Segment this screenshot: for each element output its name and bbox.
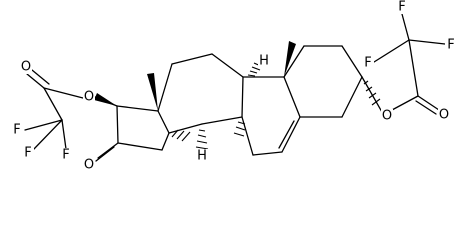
bond-c3-ester bbox=[361, 76, 383, 113]
bond-carbonyl-ester-left bbox=[43, 87, 84, 99]
bond-cf3-f2-right bbox=[373, 39, 410, 63]
hash-c3-ester bbox=[363, 80, 381, 106]
bond-c13-c12 bbox=[157, 63, 173, 112]
ring-a bbox=[283, 45, 363, 118]
hash-c14-h bbox=[195, 129, 209, 150]
bond-c10-c5 bbox=[283, 76, 301, 118]
c14-hydrogen-label: H bbox=[197, 149, 207, 164]
bond-c11-c9 bbox=[211, 53, 244, 78]
bond-c2-c3 bbox=[341, 45, 363, 78]
right-fluorine-3-label: F bbox=[447, 38, 454, 53]
right-carbonyl-oxygen-label: O bbox=[439, 108, 449, 123]
bond-c17-c16 bbox=[116, 105, 119, 144]
bond-cf3-carbonyl-left bbox=[43, 87, 63, 121]
wedge-c17-ester bbox=[94, 93, 117, 106]
bond-c13-c14 bbox=[157, 110, 170, 134]
bond-carbonyl-cf3-right bbox=[408, 39, 419, 97]
left-fluorine-3-label: F bbox=[62, 148, 69, 163]
ring-ketone-oxygen-label: O bbox=[84, 158, 94, 173]
atom-labels: O O F F F O H H F F F O O bbox=[11, 0, 457, 173]
bond-c10-c1 bbox=[283, 45, 305, 78]
left-fluorine-2-label: F bbox=[24, 146, 31, 161]
bond-c16-c15 bbox=[117, 142, 163, 151]
right-fluorine-1-label: F bbox=[398, 0, 405, 15]
bond-c9-c8 bbox=[241, 76, 244, 118]
right-ester-oxygen-label: O bbox=[382, 109, 392, 124]
bond-c17-c13 bbox=[116, 105, 159, 112]
bond-cf3-f1-right bbox=[401, 13, 410, 41]
bond-cf3-f3-left bbox=[61, 119, 67, 150]
ring-c bbox=[157, 53, 244, 134]
bond-c3-c4 bbox=[341, 76, 363, 118]
hash-c13-c14 bbox=[171, 129, 191, 142]
bond-c5-c6 bbox=[281, 116, 301, 153]
hash-c8-h bbox=[233, 121, 246, 137]
bond-ester-carbonyl-right bbox=[391, 95, 419, 111]
left-carbonyl-oxygen-label: O bbox=[21, 60, 31, 75]
steroid-structure-diagram: O O F F F O H H F F F O O bbox=[11, 0, 457, 173]
bond-c14-c13-link bbox=[168, 123, 203, 134]
bond-ketone-b bbox=[95, 146, 115, 162]
wedge-c10-methyl bbox=[284, 41, 296, 77]
ring-b bbox=[241, 76, 301, 156]
bond-c8-c14 bbox=[201, 116, 243, 125]
bond-c12-c11 bbox=[171, 53, 213, 65]
left-trifluoroacetyl-group bbox=[24, 69, 118, 151]
bond-ketone-a bbox=[97, 142, 119, 159]
bond-carbonyl-double-left-b bbox=[31, 69, 50, 85]
stereo-bonds bbox=[94, 41, 381, 150]
bond-c5-c6-double bbox=[278, 120, 295, 149]
left-fluorine-1-label: F bbox=[13, 123, 20, 138]
c9-hydrogen-label: H bbox=[259, 54, 269, 69]
bond-c15-c14 bbox=[161, 132, 170, 151]
left-ester-oxygen-label: O bbox=[84, 90, 94, 105]
bond-c6-c7 bbox=[252, 151, 283, 156]
ring-d bbox=[95, 105, 170, 162]
right-fluorine-2-label: F bbox=[364, 56, 371, 71]
bond-cf3-f2-left bbox=[32, 119, 63, 151]
right-trifluoroacetyl-group bbox=[361, 13, 446, 115]
bond-carbonyl-double-right-b bbox=[415, 100, 437, 115]
bond-carbonyl-double-right-a bbox=[417, 95, 440, 111]
bond-carbonyl-double-left-a bbox=[26, 73, 45, 89]
wedge-c13-methyl bbox=[147, 73, 158, 111]
bond-cf3-f3-right bbox=[408, 39, 446, 45]
bond-cf3-f1-left bbox=[24, 119, 63, 131]
